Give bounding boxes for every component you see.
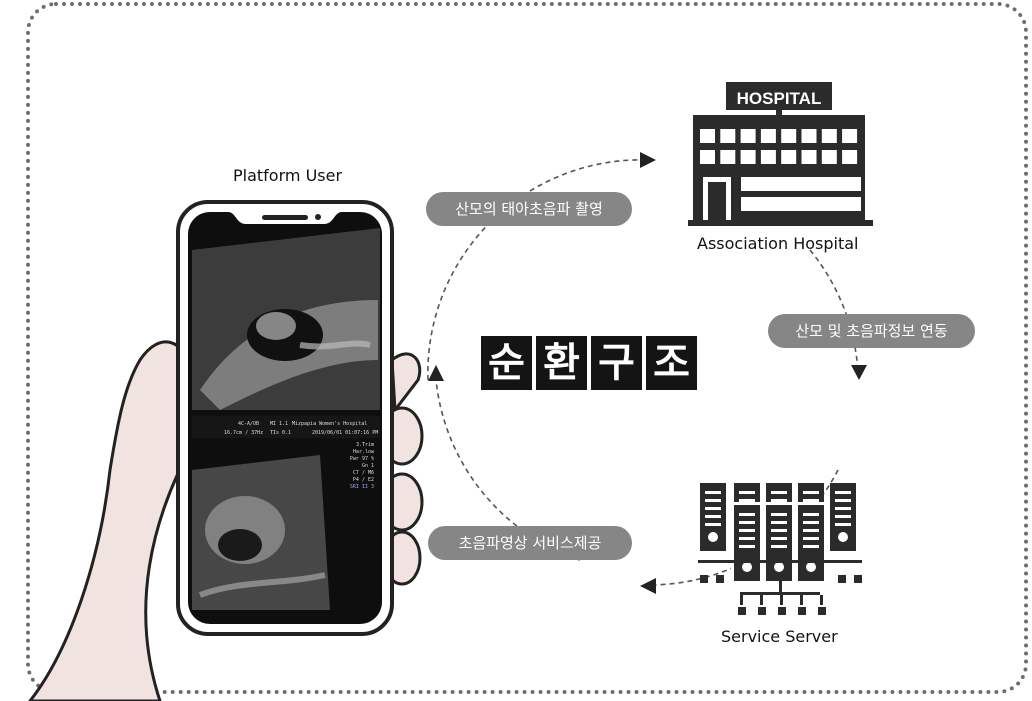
hospital-window <box>700 150 715 164</box>
osd-tis: TIs 0.1 <box>270 430 291 436</box>
osd-hospital: Mizpapia Women's Hospital <box>292 421 367 427</box>
osd-param: Pwr 97 % <box>350 456 374 462</box>
hospital-window <box>700 129 715 143</box>
association-hospital-label: Association Hospital <box>697 234 859 253</box>
osd-param: Gn 1 <box>362 463 374 469</box>
hospital-window <box>760 150 776 164</box>
title-char-1: 순 <box>481 336 532 390</box>
hospital-window <box>720 129 736 143</box>
hospital-window <box>781 129 797 143</box>
arrow-to-user <box>640 578 656 594</box>
osd-param: 3.Trim <box>356 442 374 448</box>
hospital-sign-text: HOSPITAL <box>737 89 822 108</box>
hospital-window <box>720 150 736 164</box>
dotted-frame <box>26 2 1028 694</box>
title-char-4: 조 <box>646 336 697 390</box>
smartphone <box>176 200 394 636</box>
server-icon <box>698 483 862 615</box>
hospital-window <box>760 129 776 143</box>
hospital-window <box>801 129 817 143</box>
arrow-to-server <box>851 365 867 380</box>
hospital-icon <box>688 82 873 226</box>
platform-user-label: Platform User <box>233 166 343 185</box>
hospital-window <box>801 150 817 164</box>
osd-depth: 16.7cm / 37Hz <box>224 430 263 436</box>
diagram-title: 순 환 구 조 <box>481 336 697 390</box>
osd-datetime: 2019/06/01 01:07:16 PM <box>312 430 378 436</box>
osd-param: C7 / M6 <box>353 470 374 476</box>
osd-param: Har.low <box>353 449 375 455</box>
flow-label-service: 초음파영상 서비스제공 <box>428 526 632 560</box>
hospital-window <box>842 150 858 164</box>
osd-param: P4 / E2 <box>353 477 374 483</box>
ultrasound-image-bottom <box>192 455 330 610</box>
arrow-up-left <box>428 365 444 381</box>
osd-param: SRI II 3 <box>350 484 374 490</box>
title-char-3: 구 <box>591 336 642 390</box>
osd-status-mid: MI 1.1 <box>270 421 288 427</box>
flow-label-capture: 산모의 태아초음파 촬영 <box>426 192 632 226</box>
hospital-window <box>740 129 756 143</box>
arrow-to-hospital <box>640 152 656 168</box>
service-server-label: Service Server <box>721 627 838 646</box>
hospital-window-row <box>741 177 861 191</box>
flow-label-link: 산모 및 초음파정보 연동 <box>768 314 975 348</box>
hospital-window <box>842 129 858 143</box>
osd-status-left: 4C-A/OB <box>238 421 259 427</box>
title-char-2: 환 <box>536 336 587 390</box>
ultrasound-image-top <box>192 228 380 410</box>
hospital-window <box>781 150 797 164</box>
hospital-window <box>740 150 756 164</box>
hospital-window <box>821 150 837 164</box>
hospital-window-row <box>741 197 861 211</box>
hospital-window <box>821 129 837 143</box>
